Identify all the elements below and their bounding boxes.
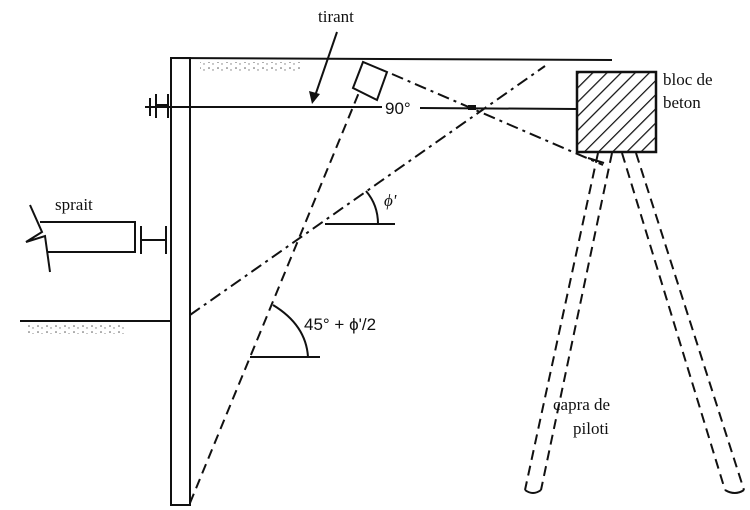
- strut: [25, 204, 167, 273]
- arrowhead-icon: [309, 91, 320, 104]
- tirant-arrow: [314, 31, 338, 97]
- active-angle-arc: [272, 304, 309, 358]
- label-phi: ϕ': [384, 191, 397, 210]
- top-ground-line: [170, 57, 613, 61]
- label-piloti: piloti: [573, 419, 609, 438]
- top-soil-texture: [200, 62, 300, 72]
- pile-right: [621, 152, 745, 494]
- label-tirant: tirant: [318, 7, 354, 26]
- tie-rod-right: [419, 107, 578, 110]
- label-sprait: sprait: [55, 195, 93, 214]
- pile-left: [524, 152, 613, 494]
- active-failure-plane: [189, 89, 361, 504]
- intersection-marker: [468, 105, 476, 110]
- label-90-degrees: 90°: [385, 99, 411, 118]
- label-45-plus-phi-half: 45° + ϕ'/2: [304, 315, 376, 334]
- concrete-block: [575, 70, 658, 154]
- sheet-pile-wall: [170, 57, 191, 506]
- label-beton: beton: [663, 93, 701, 112]
- bottom-soil-texture: [25, 324, 125, 334]
- phi-failure-line: [189, 65, 546, 316]
- phi-angle-arc: [365, 190, 379, 225]
- label-capra-de: capra de: [553, 395, 610, 414]
- tie-rod-anchor-plate: [149, 94, 169, 118]
- label-bloc-de: bloc de: [663, 70, 713, 89]
- right-angle-marker: [351, 60, 389, 102]
